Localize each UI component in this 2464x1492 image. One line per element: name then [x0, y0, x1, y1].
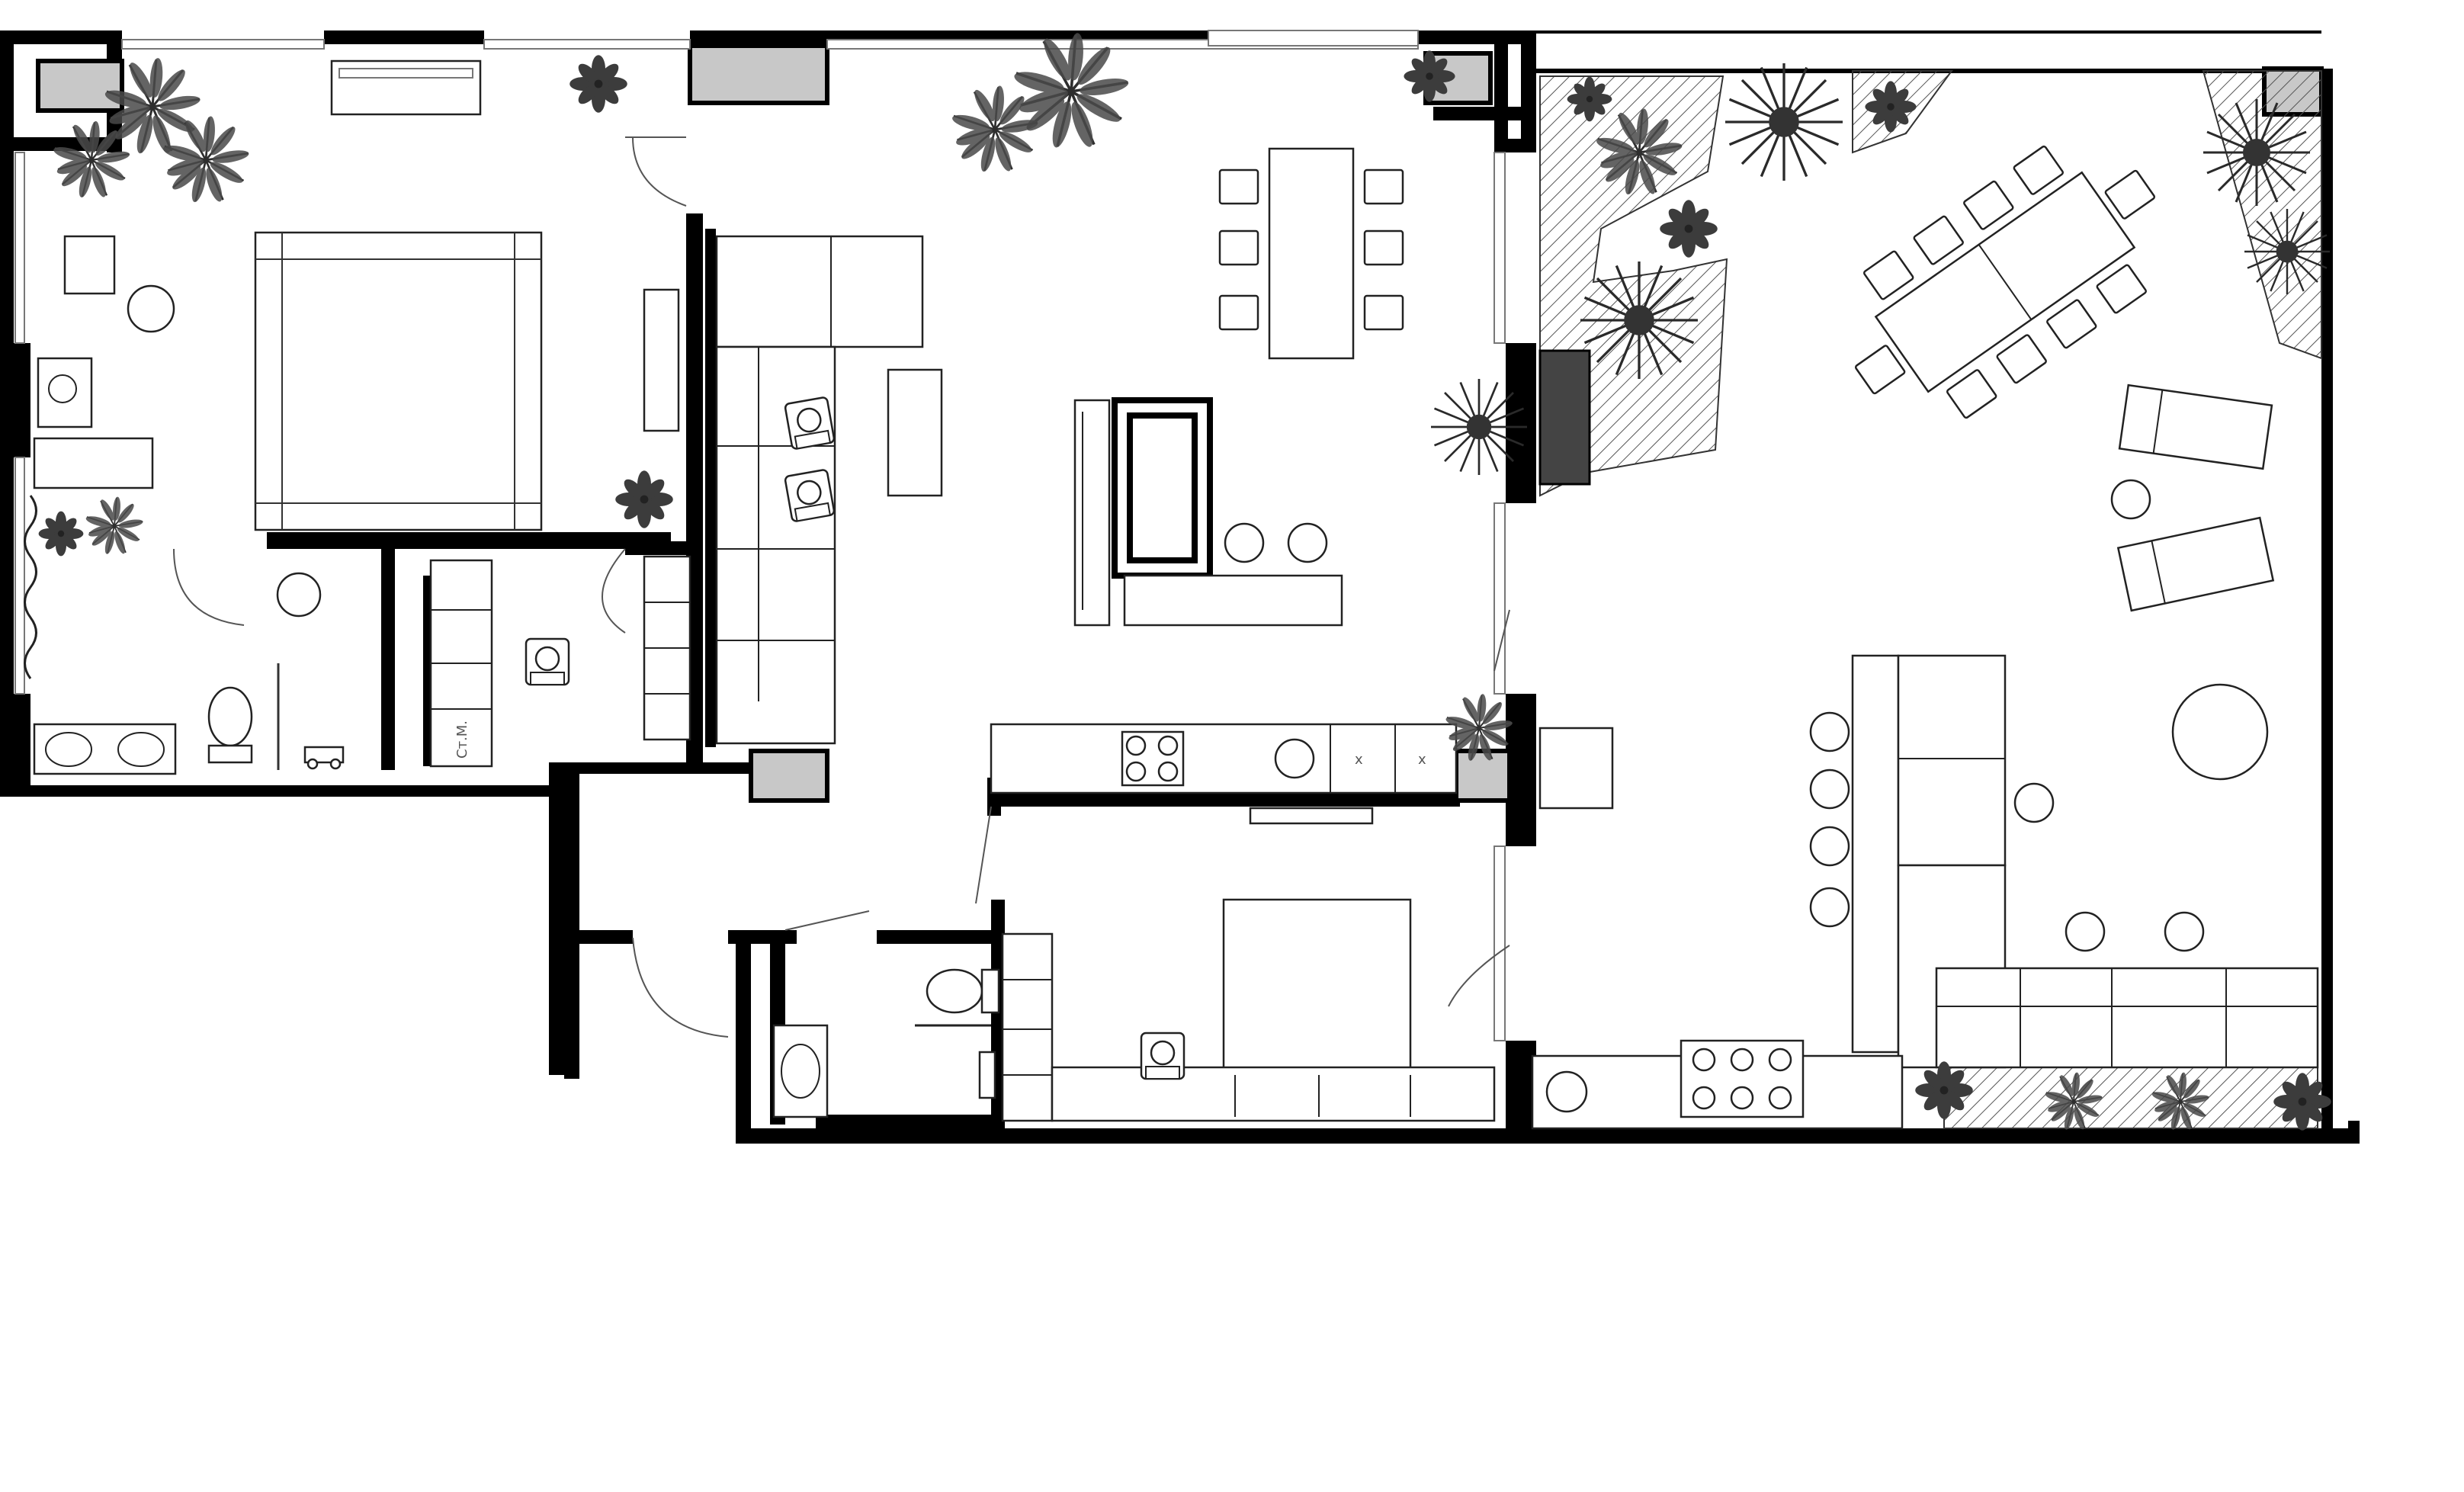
person-figure: [525, 637, 570, 686]
desk: [33, 437, 154, 489]
windows: [14, 30, 1506, 1041]
armchair: [63, 235, 116, 295]
bed: [254, 231, 543, 531]
bed-2: [1222, 898, 1412, 1076]
living-area: [715, 235, 943, 745]
pillars: [36, 43, 2324, 803]
kitchen-counter: x x: [990, 723, 1458, 825]
coffee-table: [887, 368, 943, 497]
fireplace: [1538, 349, 1591, 486]
burner-mark-2: x: [1418, 752, 1426, 768]
bedroom-2: [1001, 898, 1496, 1122]
tv-unit: [643, 288, 680, 432]
lounge-chairs: [2110, 383, 2275, 612]
toy: [303, 746, 345, 770]
side-table: [127, 284, 175, 333]
dining-table-2: [1853, 144, 2157, 420]
person-seated-2: [783, 468, 836, 523]
bar-and-sofa: [1809, 654, 2319, 1069]
master-bedroom: Ст.М.: [24, 231, 691, 775]
doors: [173, 136, 1510, 1038]
dining-table-1: [1218, 147, 1404, 360]
sofa-top: [715, 235, 924, 348]
burner-mark-1: x: [1355, 752, 1363, 768]
outdoor-kitchen: [1531, 727, 1904, 1130]
storage-label: Ст.М.: [454, 720, 470, 759]
exterior-walls: [0, 30, 2360, 1144]
kitchen-island: [1073, 397, 1343, 627]
guest-bath: [772, 968, 1000, 1118]
toilet: [207, 686, 253, 764]
round-table: [2171, 683, 2269, 781]
person-seated-1: [783, 396, 836, 451]
